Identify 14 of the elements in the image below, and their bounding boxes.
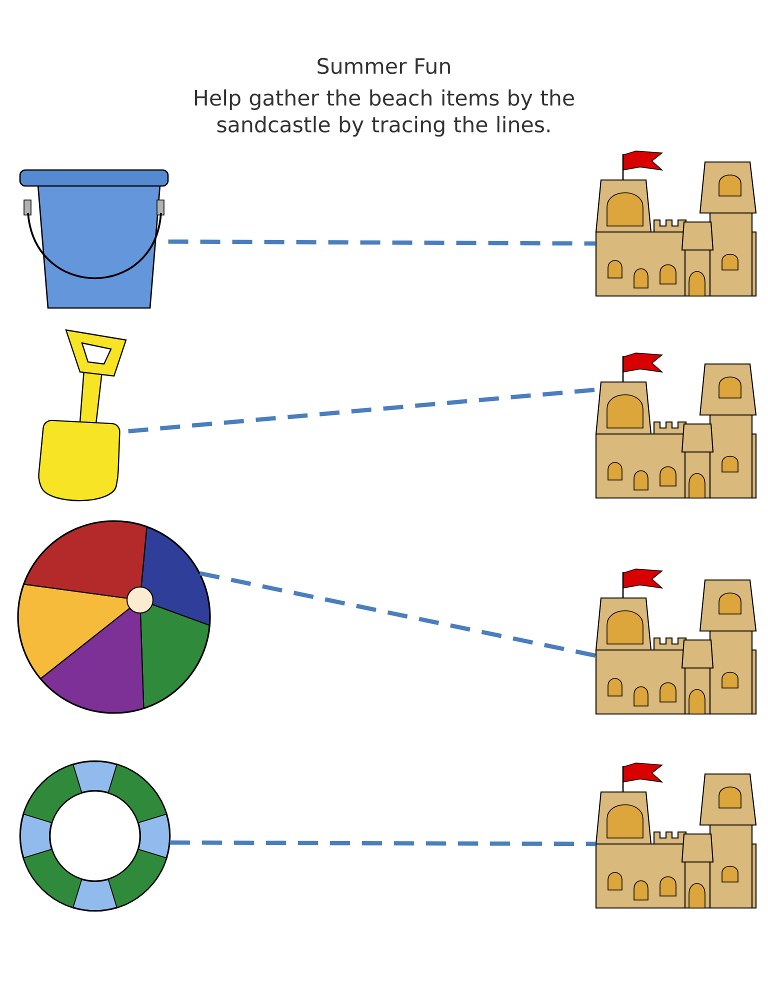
dashed-line bbox=[168, 239, 596, 246]
title: Summer Fun bbox=[318, 58, 450, 74]
beach-ball-drawing bbox=[17, 520, 211, 714]
instructions-text: Help gather the beach items by the sandcastle by tracing the lines. bbox=[195, 89, 574, 137]
sandcastle-drawing bbox=[595, 568, 757, 715]
bucket-drawing bbox=[19, 169, 169, 309]
swim-ring-drawing bbox=[19, 760, 171, 912]
dashed-line bbox=[199, 571, 596, 658]
sandcastle-drawing bbox=[595, 150, 757, 297]
dashed-line bbox=[128, 388, 596, 434]
sandcastle-drawing bbox=[595, 352, 757, 499]
sandcastle-drawing bbox=[595, 762, 757, 909]
dashed-line bbox=[170, 840, 596, 846]
shovel-drawing bbox=[38, 329, 127, 502]
